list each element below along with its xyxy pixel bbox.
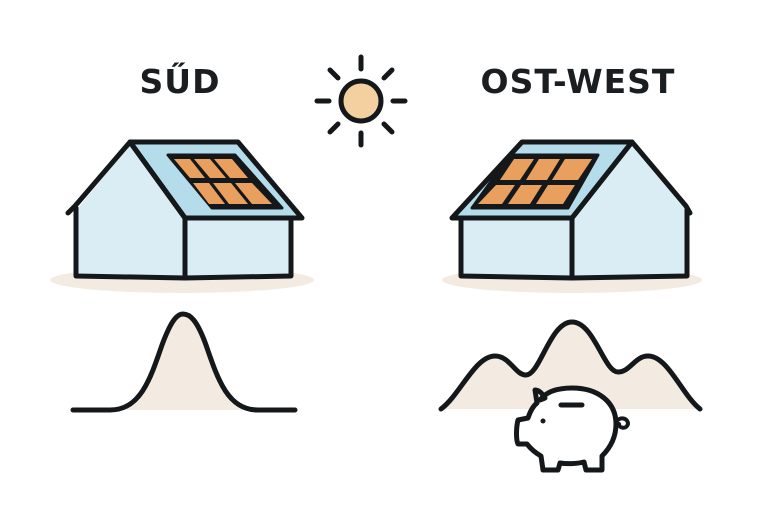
house-south-roof-icon bbox=[50, 139, 314, 293]
sun-icon bbox=[314, 54, 408, 148]
solar-panel-south bbox=[166, 153, 284, 210]
double-peak-curve-icon bbox=[438, 319, 703, 412]
title-east-west: OST-WEST bbox=[480, 62, 676, 101]
single-peak-curve-icon bbox=[70, 311, 298, 413]
piggy-bank-icon bbox=[514, 385, 630, 473]
house-east-west-roof-icon bbox=[442, 139, 702, 293]
solar-panel-east-west bbox=[470, 153, 600, 210]
title-south: SŰD bbox=[139, 62, 221, 101]
